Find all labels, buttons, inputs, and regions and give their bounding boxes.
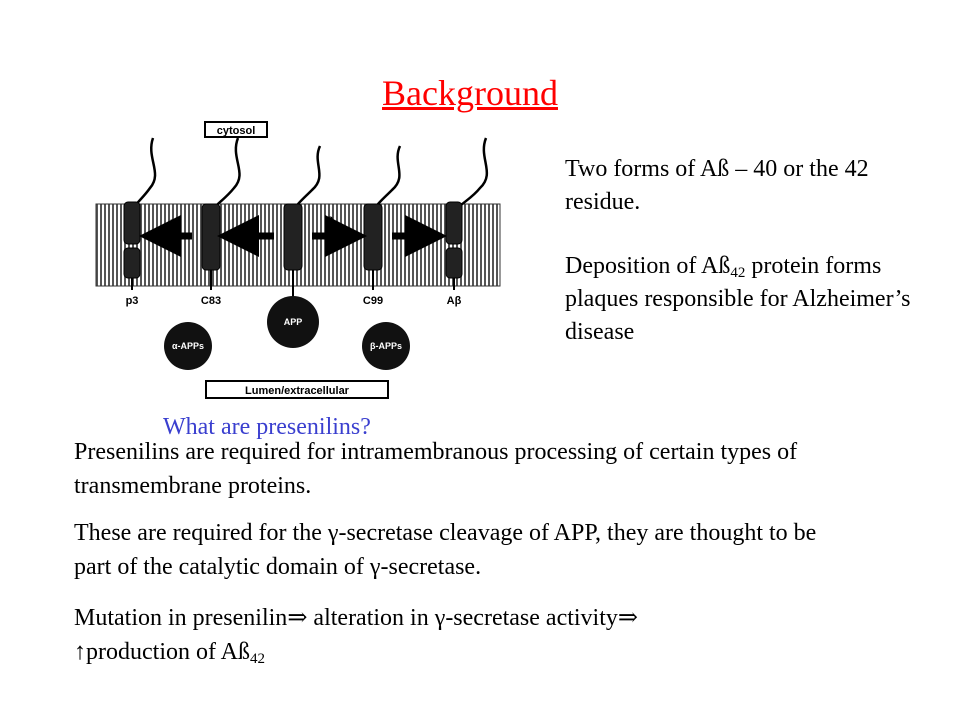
arrow-label-beta: β [326,215,333,230]
deposition-text-post: protein forms plaques responsible for Al… [565,253,911,345]
fragment-c83: C83 [201,295,221,307]
mutation-text-b: alteration in γ-secretase activity [307,605,618,631]
mutation-subscript: 42 [249,651,265,667]
up-arrow-icon: ↑ [74,639,86,665]
implies-arrow-1: ⇒ [287,605,308,631]
mutation-text-a: Mutation in presenilin [74,605,288,631]
question-overlay: What are presenilins? [163,414,371,440]
fragment-c99: C99 [363,295,383,307]
ball-app: APP [284,317,303,327]
paragraph-presenilins-required: Presenilins are required for intramembra… [74,439,798,499]
side-note-forms: Two forms of Aß – 40 or the 42 residue. [565,156,869,215]
ball-alpha-apps: α-APPs [172,341,204,351]
transmembrane-segments [123,201,463,279]
arrow-label-gamma-left: γ [170,215,178,230]
app-processing-diagram: cytosol γ α β γ p3 [95,121,501,399]
fragment-p3: p3 [126,295,139,307]
implies-arrow-2: ⇒ [617,605,638,631]
arrow-label-alpha: α [250,215,258,230]
deposition-text-pre: Deposition of Aß [565,253,731,279]
deposition-subscript: 42 [730,265,746,281]
lumen-label: Lumen/extracellular [245,385,350,397]
fragment-abeta: Aβ [447,295,462,307]
cytosol-label-box [204,121,268,138]
lumen-label-box [205,380,389,399]
cytosol-label: cytosol [217,125,256,137]
side-note-deposition: Deposition of Aß42 protein forms plaques… [565,250,935,349]
ball-beta-apps: β-APPs [370,341,402,351]
paragraph-gamma-secretase: These are required for the γ-secretase c… [74,520,817,580]
arrow-label-gamma-right: γ [406,215,414,230]
soluble-fragments [164,296,410,370]
paragraph-mutation: Mutation in presenilin⇒ alteration in γ-… [74,601,844,669]
slide-title: Background [382,73,558,113]
mutation-text-c: production of Aß [86,639,250,665]
cytosolic-tails [132,137,489,209]
